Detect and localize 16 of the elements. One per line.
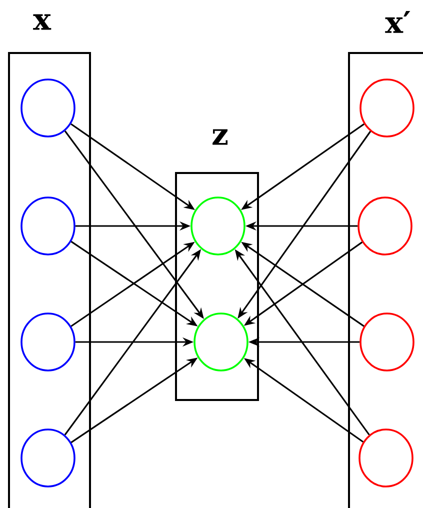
neuron-circle — [190, 196, 246, 256]
neuron-circle — [20, 78, 76, 138]
neuron-circle — [20, 196, 76, 256]
neuron-circle — [358, 428, 414, 488]
layer-box: x′ — [348, 11, 423, 508]
node-label: x′ — [385, 11, 410, 33]
neuron-circle — [20, 428, 76, 488]
neuron-circle — [20, 312, 76, 372]
neuron-circle — [358, 196, 412, 256]
layer-box: x — [8, 14, 91, 508]
neuron-circle — [360, 78, 414, 138]
node-label: x — [33, 14, 52, 30]
neuron-circle — [360, 312, 414, 372]
neuron-circle — [194, 312, 248, 372]
node-label: z — [212, 129, 228, 145]
layer-box: z — [175, 129, 259, 401]
